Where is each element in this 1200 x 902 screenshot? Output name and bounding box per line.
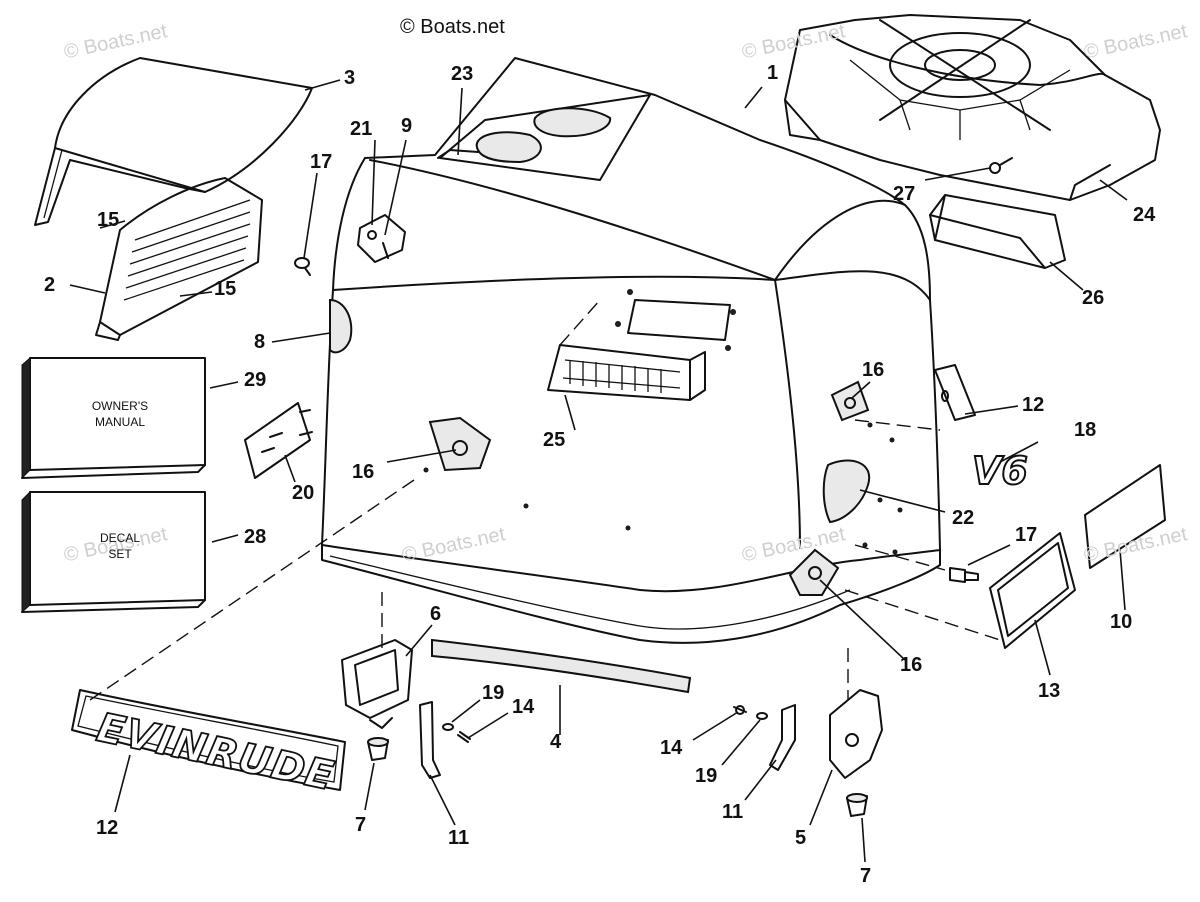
callout-15-bottom: 15 [214, 278, 237, 300]
part-26-vent [929, 194, 1066, 269]
owners-manual-line1: OWNER'S [91, 399, 149, 413]
callout-15-top: 15 [97, 209, 120, 231]
callout-18: 18 [1074, 419, 1097, 441]
callout-9: 9 [401, 115, 413, 137]
callout-8: 8 [254, 331, 266, 353]
part-7-bumper-right [846, 793, 868, 817]
callout-21: 21 [350, 118, 373, 140]
callout-12-left: 12 [96, 817, 119, 839]
decal-set-line1: DECAL [99, 531, 140, 545]
part-3-top-cover [34, 57, 313, 226]
callout-11-left: 11 [448, 827, 470, 849]
callout-16-right: 16 [862, 359, 885, 381]
callout-7-right: 7 [860, 865, 872, 887]
part-25-grille [547, 299, 706, 401]
part-17-screw-right [949, 567, 979, 583]
callout-19-right: 19 [695, 765, 718, 787]
part-24-air-silencer [784, 14, 1161, 201]
part-6-latch [341, 639, 413, 729]
part-2-grille [95, 177, 263, 341]
callout-7-left: 7 [355, 814, 367, 836]
part-22-foam [822, 459, 871, 524]
callout-5: 5 [795, 827, 807, 849]
callout-29: 29 [244, 369, 267, 391]
part-11-hook-right [769, 704, 796, 771]
callout-23: 23 [451, 63, 474, 85]
callout-10: 10 [1110, 611, 1133, 633]
callout-26: 26 [1082, 287, 1105, 309]
part-19-washer-right [756, 712, 768, 720]
part-4-trim-strip [431, 638, 692, 694]
callout-4: 4 [550, 731, 562, 753]
callout-12-right: 12 [1022, 394, 1045, 416]
part-10-panel [1084, 464, 1166, 569]
part-12-side-plate [934, 364, 976, 421]
callout-28: 28 [244, 526, 267, 548]
part-7-bumper-left [367, 737, 389, 761]
part-20-bracket [244, 402, 313, 479]
part-29-owners-manual [21, 356, 206, 480]
owners-manual-label: OWNER'S MANUAL [60, 398, 180, 430]
callout-16-center: 16 [352, 461, 375, 483]
callout-1: 1 [767, 62, 779, 84]
callout-17-right: 17 [1015, 524, 1038, 546]
callout-17-left: 17 [310, 151, 333, 173]
part-14-screw-right [733, 705, 747, 715]
leader-lines [69, 79, 1128, 863]
part-16-grommet-lower [788, 548, 840, 596]
callout-13: 13 [1038, 680, 1061, 702]
callout-19-left: 19 [482, 682, 505, 704]
part-9-plate [357, 214, 406, 263]
part-13-frame [989, 532, 1076, 649]
owners-manual-line2: MANUAL [94, 415, 145, 429]
callout-20: 20 [292, 482, 315, 504]
part-12-evinrude-emblem: EVINRUDE [71, 689, 346, 801]
decal-set-line2: SET [108, 547, 132, 561]
callout-27: 27 [893, 183, 916, 205]
part-18-v6-decal: V6 [971, 448, 1029, 494]
callout-22: 22 [952, 507, 975, 529]
callout-24: 24 [1133, 204, 1156, 226]
callout-2: 2 [44, 274, 56, 296]
callout-14-left: 14 [512, 696, 535, 718]
decal-set-label: DECAL SET [60, 530, 180, 562]
callout-25: 25 [543, 429, 566, 451]
callout-16-lower: 16 [900, 654, 923, 676]
part-5-latch [829, 689, 883, 779]
callout-6: 6 [430, 603, 442, 625]
callout-3: 3 [344, 67, 356, 89]
watermark-main: © Boats.net [400, 16, 505, 38]
callout-11-right: 11 [722, 801, 744, 823]
evinrude-logo-text: EVINRUDE [93, 705, 337, 800]
callout-14-right: 14 [660, 737, 683, 759]
part-17-screw-left [294, 257, 311, 276]
part-8-seal [329, 298, 353, 354]
part-11-hook-left [419, 701, 441, 779]
part-16-grommet-center [428, 416, 492, 472]
part-28-decal-set [21, 490, 206, 614]
v6-logo-text: V6 [972, 449, 1028, 493]
part-27-screw [989, 157, 1013, 174]
part-19-washer-left [442, 723, 454, 731]
